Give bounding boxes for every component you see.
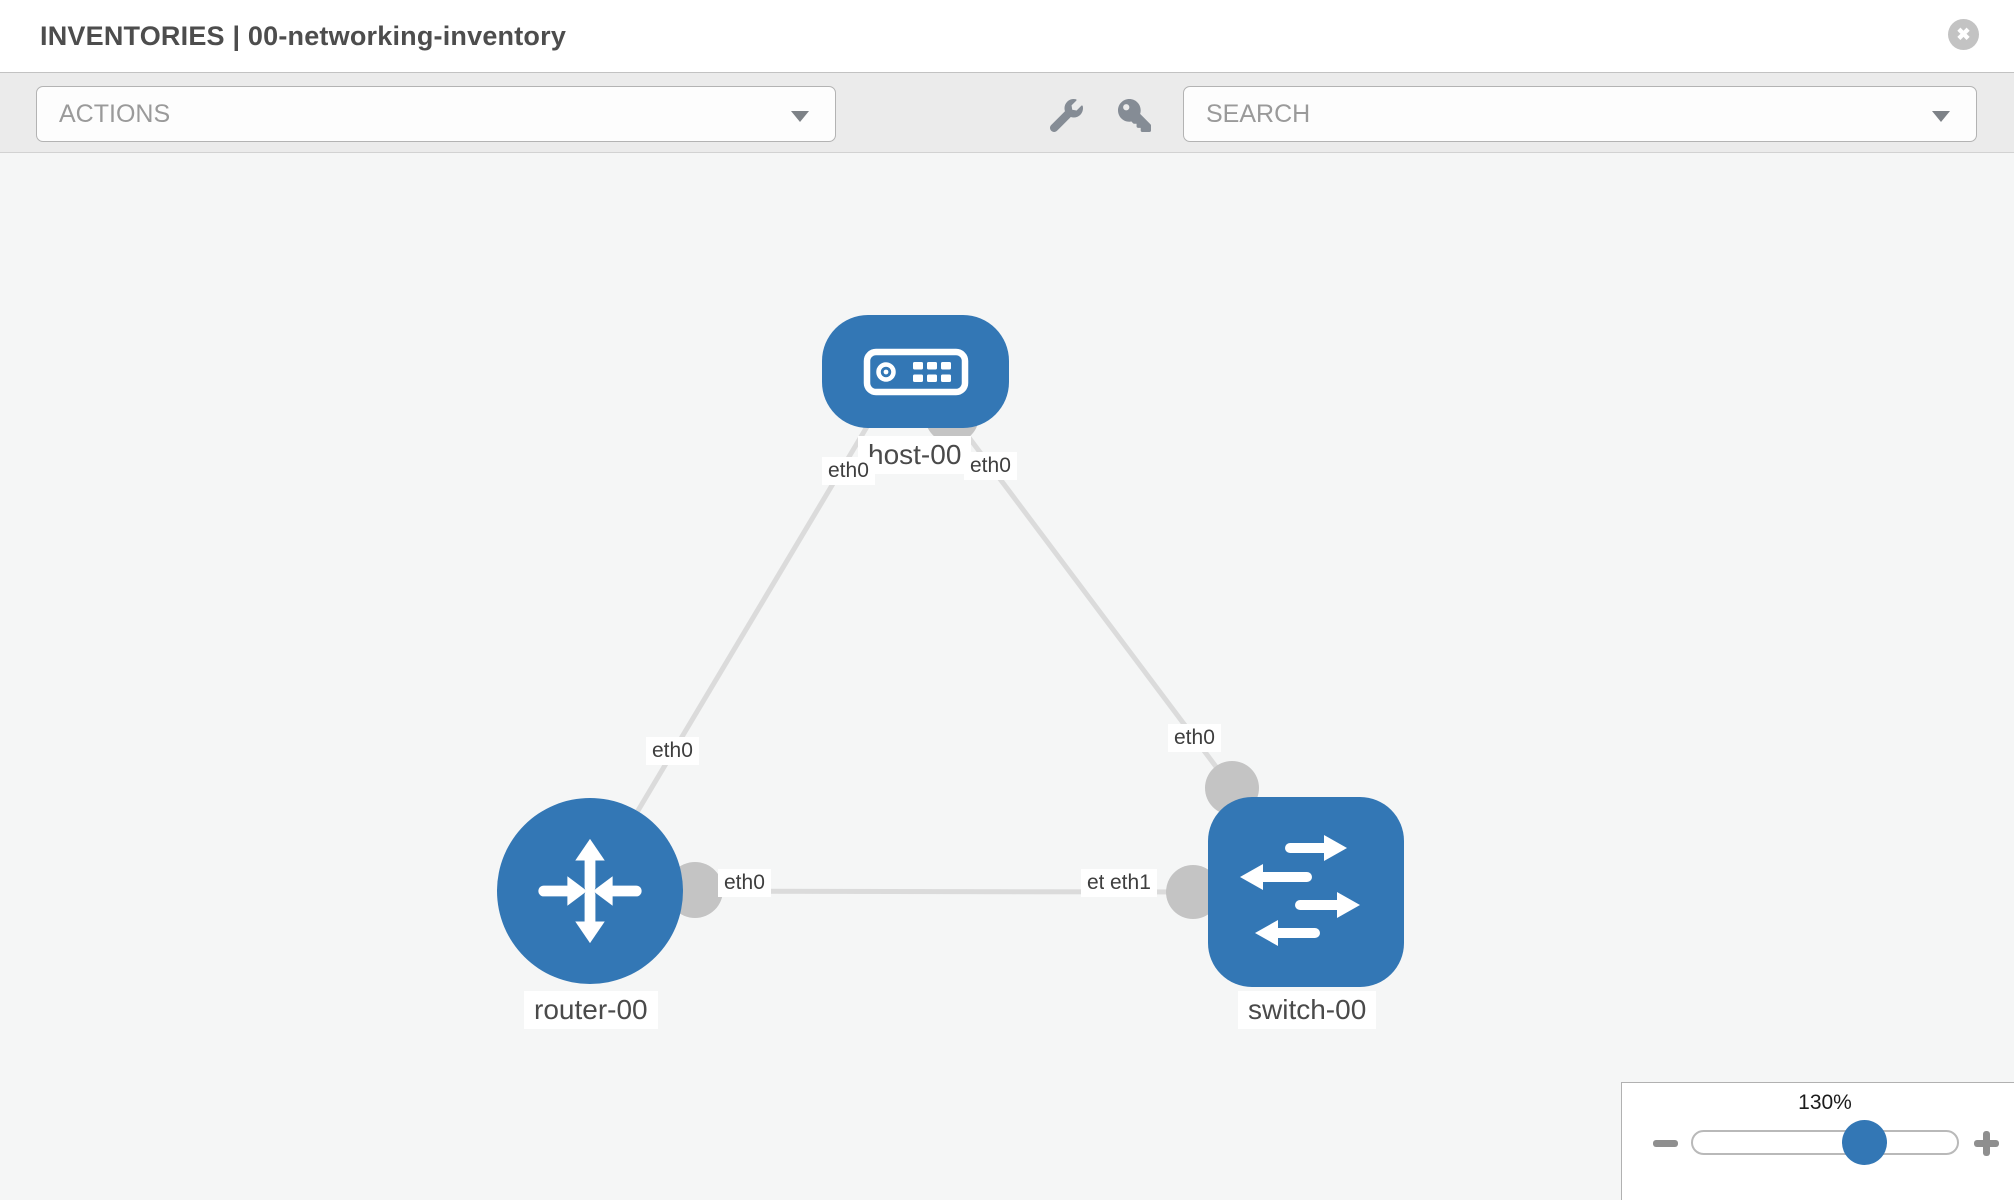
topology-links-layer	[587, 389, 1259, 919]
node-label-router-00: router-00	[524, 991, 658, 1029]
host-device-icon	[863, 348, 968, 395]
close-icon: ✖	[1956, 25, 1971, 44]
actions-dropdown-label: ACTIONS	[59, 99, 171, 128]
iface-label-switch-eth1: eth1	[1104, 869, 1157, 897]
zoom-level-value: 130%	[1798, 1091, 1852, 1114]
node-host-00[interactable]	[822, 315, 1009, 428]
zoom-in-button[interactable]	[1974, 1131, 1999, 1156]
key-button[interactable]	[1112, 97, 1156, 133]
iface-label-host-eth0-left: eth0	[822, 457, 875, 485]
wrench-button[interactable]	[1044, 97, 1088, 133]
node-switch-00[interactable]	[1208, 797, 1404, 987]
router-arrows-icon	[538, 838, 642, 944]
page-title: INVENTORIES | 00-networking-inventory	[40, 21, 567, 51]
wrench-icon	[1049, 98, 1083, 132]
iface-label-host-eth0-right: eth0	[964, 452, 1017, 480]
iface-label-router-eth0-right: eth0	[718, 869, 771, 897]
key-icon	[1117, 98, 1151, 132]
zoom-slider-thumb[interactable]	[1842, 1120, 1887, 1165]
topology-canvas[interactable]: host-00 router-00 switch-00 eth0 eth0 et…	[0, 153, 2014, 1200]
node-label-switch-00: switch-00	[1238, 991, 1377, 1029]
search-dropdown-label: SEARCH	[1206, 99, 1311, 128]
close-button[interactable]: ✖	[1948, 19, 1979, 50]
port-switch-left	[1166, 865, 1220, 919]
node-router-00[interactable]	[497, 798, 683, 984]
node-label-host-00: host-00	[858, 436, 972, 474]
chevron-down-icon	[1932, 111, 1950, 122]
zoom-panel: 130%	[1621, 1082, 2014, 1200]
switch-arrows-icon	[1240, 835, 1360, 946]
zoom-out-button[interactable]	[1653, 1140, 1678, 1147]
actions-dropdown[interactable]: ACTIONS	[36, 86, 836, 142]
iface-label-switch-eth0-top: eth0	[1168, 724, 1221, 752]
chevron-down-icon	[791, 111, 809, 122]
search-dropdown[interactable]: SEARCH	[1183, 86, 1977, 142]
toolbar: ACTIONS SEARCH	[0, 72, 2014, 153]
header: INVENTORIES | 00-networking-inventory ✖	[0, 0, 2014, 72]
iface-label-router-eth0-top: eth0	[646, 737, 699, 765]
zoom-slider[interactable]	[1691, 1120, 1959, 1165]
